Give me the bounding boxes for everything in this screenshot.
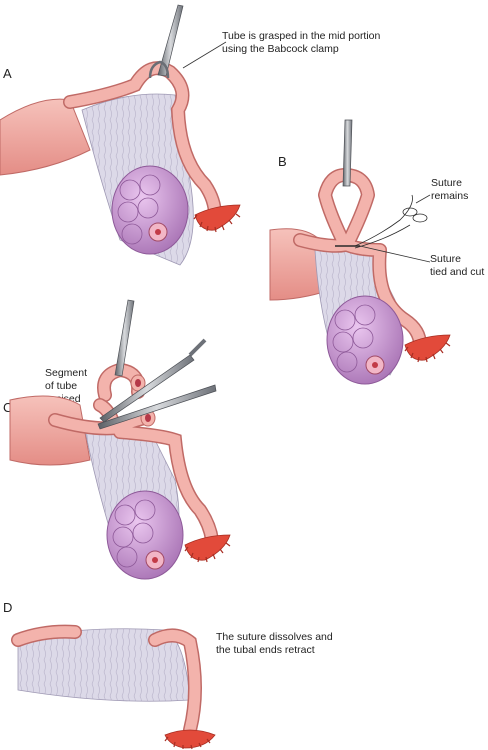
broad-ligament <box>17 628 191 702</box>
babcock-clamp-c <box>114 299 135 377</box>
scissors <box>97 338 217 430</box>
panel-a-letter: A <box>3 66 12 81</box>
leader-line-a <box>182 41 227 69</box>
panel-a: A Tube is gras <box>0 4 383 266</box>
callout-suture-remains: Suture remains <box>431 177 468 202</box>
fimbria <box>193 204 241 233</box>
fimbria <box>184 534 231 563</box>
ovary <box>111 165 189 255</box>
fimbria <box>404 334 451 363</box>
panel-d-letter: D <box>3 600 12 615</box>
callout-suture-tied: Suture tied and cut <box>430 253 484 278</box>
panel-c: C Segment of tube excised <box>3 299 231 580</box>
ovary <box>326 295 404 385</box>
uterus-edge <box>9 395 91 466</box>
uterus-edge <box>0 98 91 176</box>
leader-line-suture-tied <box>359 245 431 263</box>
fimbria <box>164 729 216 750</box>
babcock-clamp-a <box>148 4 184 79</box>
panel-b-letter: B <box>278 154 287 169</box>
panel-b: B <box>269 119 484 385</box>
babcock-clamp-b <box>342 119 353 187</box>
caption-d: The suture dissolves and the tubal ends … <box>216 631 336 656</box>
caption-c: Segment of tube excised <box>45 367 90 405</box>
panel-d: D The suture dissolves and the tubal end… <box>3 600 336 750</box>
panel-c-letter: C <box>3 400 12 415</box>
leader-line-suture-remains <box>415 194 431 204</box>
caption-a: Tube is grasped in the mid portion using… <box>222 30 383 55</box>
suture <box>335 194 428 249</box>
ovary <box>106 490 184 580</box>
